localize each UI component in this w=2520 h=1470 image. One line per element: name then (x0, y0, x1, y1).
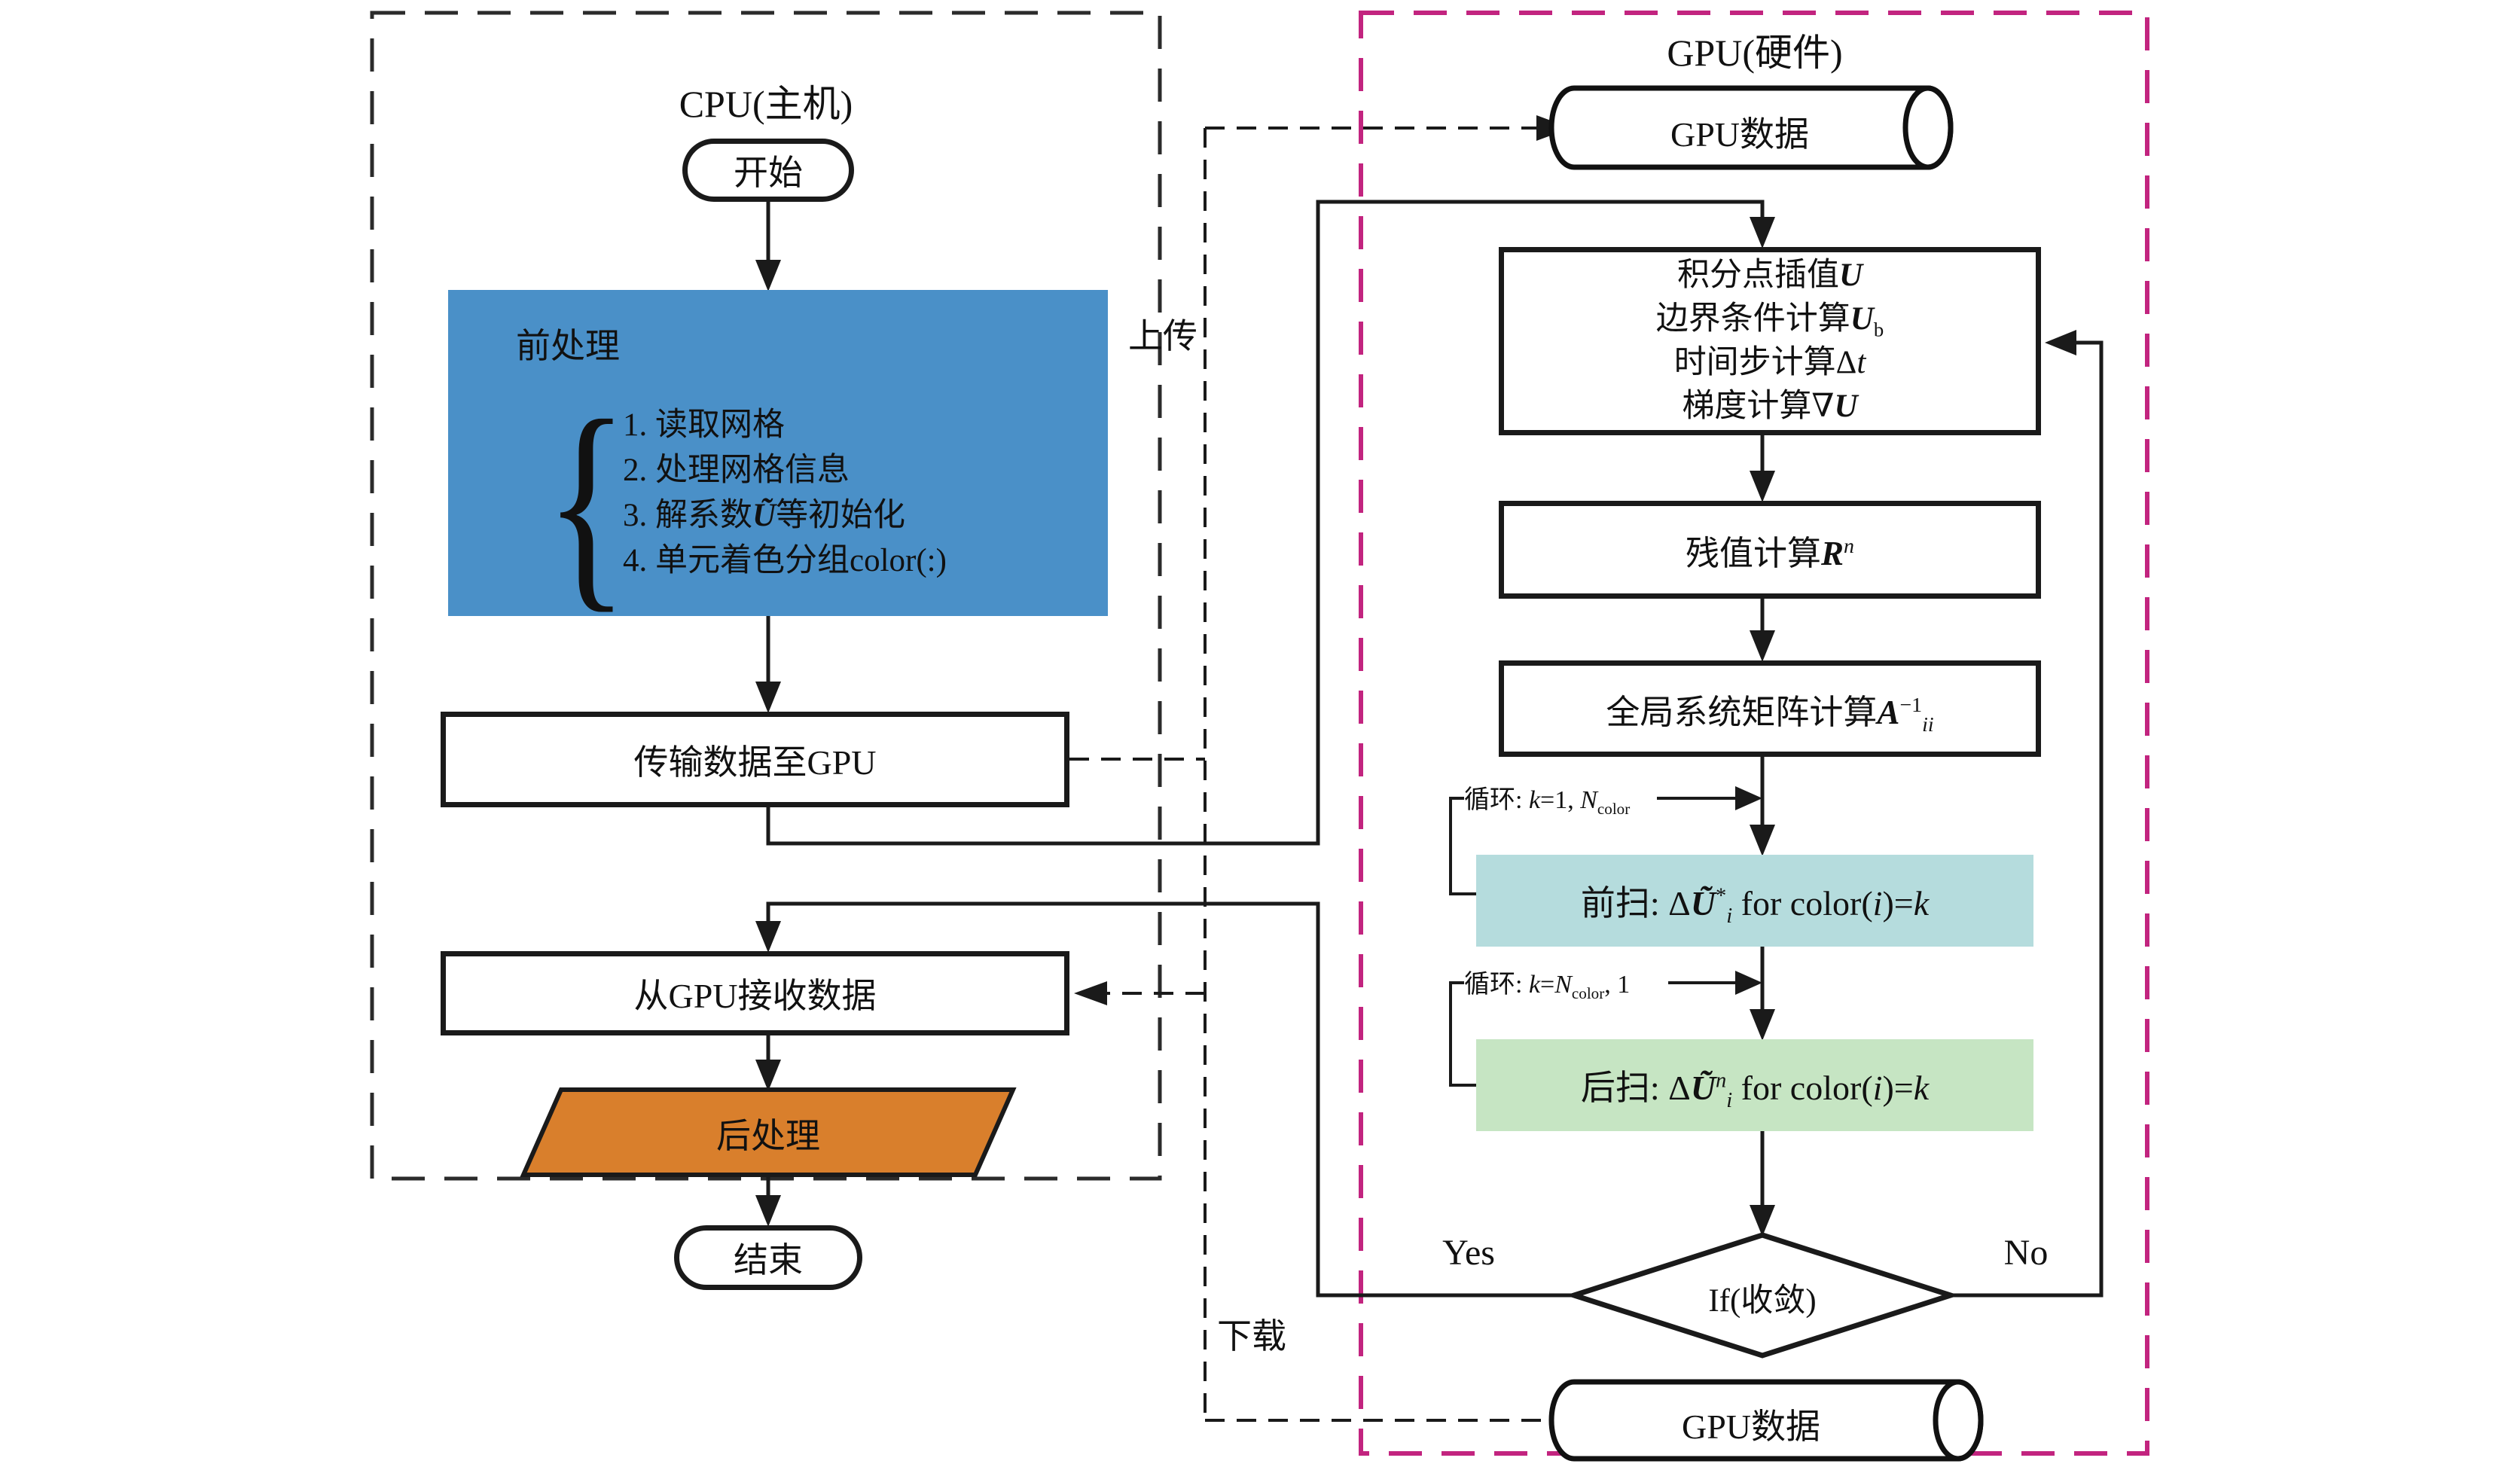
receive-from-gpu-box: 从GPU接收数据 (441, 951, 1069, 1035)
start-terminator: 开始 (682, 139, 854, 202)
cpu-panel-border (370, 11, 1162, 1181)
preprocess-item: 2. 处理网格信息 (623, 453, 850, 488)
flow-lines (766, 200, 2104, 1298)
forward-sweep-box: 前扫: ΔŨ*i for color(i)=k (1476, 855, 2033, 947)
preprocess-item-list: 1. 读取网格 2. 处理网格信息 3. 解系数Ũ等初始化 4. 单元着色分组c… (623, 403, 947, 584)
loop2-label: 循环: k=Ncolor, 1 (1464, 971, 1631, 1002)
gpu-data-cylinder-bottom-label: GPU数据 (1681, 1407, 1821, 1446)
gpu-panel-title: GPU(硬件) (1667, 32, 1843, 74)
upload-label: 上传 (1128, 317, 1197, 355)
yes-branch-label: Yes (1442, 1233, 1495, 1273)
preprocess-item: 1. 读取网格 (623, 407, 785, 443)
flux-calc-box: 积分点插值U 边界条件计算Ub 时间步计算Δt 梯度计算∇U (1499, 247, 2041, 435)
flux-calc-lines: 积分点插值U 边界条件计算Ub 时间步计算Δt 梯度计算∇U (1655, 258, 1884, 424)
gpu-data-cylinder-top-label: GPU数据 (1670, 115, 1810, 154)
bus-dashed-lines (1069, 127, 1574, 1422)
matrix-calc-box: 全局系统矩阵计算A−1ii (1499, 660, 2041, 757)
no-branch-label: No (2003, 1233, 2049, 1273)
convergence-decision-label: If(收敛) (1708, 1283, 1817, 1319)
preprocess-item: 3. 解系数Ũ等初始化 (623, 498, 906, 533)
transfer-to-gpu-box: 传输数据至GPU (441, 712, 1069, 807)
post-process-parallelogram (520, 1087, 1017, 1177)
download-label: 下载 (1217, 1317, 1286, 1356)
preprocess-item: 4. 单元着色分组color(:) (623, 543, 947, 578)
brace-glyph: { (545, 374, 629, 632)
end-terminator: 结束 (674, 1225, 862, 1290)
decision-diamond (1565, 1232, 1960, 1359)
post-process-label: 后处理 (716, 1117, 820, 1155)
backward-sweep-box: 后扫: ΔŨni for color(i)=k (1476, 1039, 2033, 1131)
preprocess-box: 前处理 { 1. 读取网格 2. 处理网格信息 3. 解系数Ũ等初始化 4. 单… (448, 290, 1108, 620)
residual-calc-box: 残值计算Rn (1499, 501, 2041, 599)
cylinder-shapes (1548, 85, 1984, 1462)
preprocess-title: 前处理 (516, 327, 620, 365)
cpu-panel-title: CPU(主机) (679, 83, 853, 125)
loop1-label: 循环: k=1, Ncolor (1464, 786, 1631, 818)
gpu-panel-border (1359, 11, 2149, 1456)
arrow-heads (755, 115, 2076, 1237)
